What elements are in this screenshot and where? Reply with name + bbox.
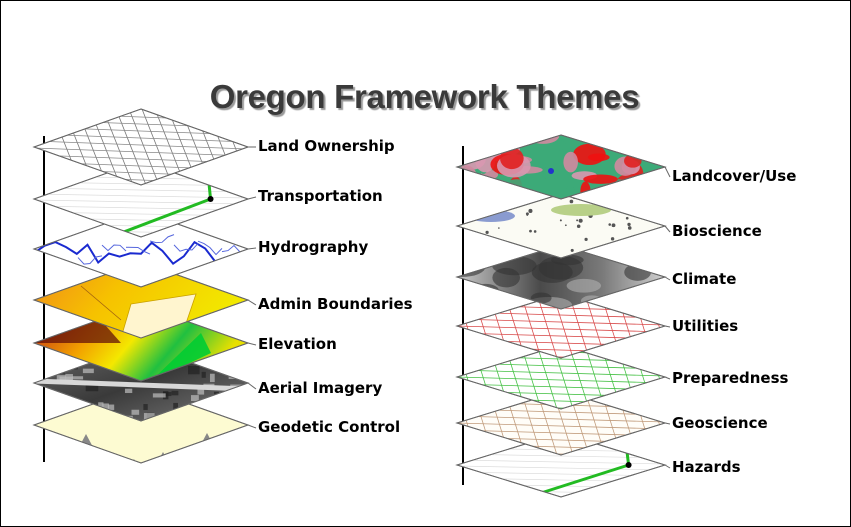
left-layer-stack bbox=[32, 108, 257, 464]
leader-line bbox=[664, 225, 671, 233]
leader-line bbox=[664, 464, 671, 469]
leader-line bbox=[247, 196, 257, 200]
label-climate: Climate bbox=[672, 270, 737, 288]
label-admin-boundaries: Admin Boundaries bbox=[258, 295, 413, 313]
label-elevation: Elevation bbox=[258, 335, 337, 353]
layer-hydrography bbox=[32, 210, 257, 288]
label-landcover-use: Landcover/Use bbox=[672, 167, 797, 185]
leader-line bbox=[247, 247, 257, 250]
leader-line bbox=[247, 342, 257, 346]
layer-bioscience bbox=[455, 193, 671, 259]
label-bioscience: Bioscience bbox=[672, 222, 762, 240]
label-transportation: Transportation bbox=[258, 187, 383, 205]
label-aerial-imagery: Aerial Imagery bbox=[258, 379, 383, 397]
leader-line bbox=[247, 299, 257, 306]
leader-line bbox=[247, 382, 257, 390]
label-geoscience: Geoscience bbox=[672, 414, 768, 432]
layer-landcover-use bbox=[455, 134, 671, 200]
right-layer-stack bbox=[455, 134, 671, 498]
label-preparedness: Preparedness bbox=[672, 369, 789, 387]
label-hydrography: Hydrography bbox=[258, 238, 369, 256]
leader-line bbox=[247, 424, 257, 429]
leader-line bbox=[664, 376, 671, 380]
layer-admin-boundaries bbox=[32, 261, 257, 339]
leader-line bbox=[664, 276, 671, 281]
label-geodetic-control: Geodetic Control bbox=[258, 418, 401, 436]
label-land-ownership: Land Ownership bbox=[258, 137, 395, 155]
leader-line bbox=[664, 166, 671, 178]
label-utilities: Utilities bbox=[672, 317, 739, 335]
leader-line bbox=[664, 325, 671, 328]
leader-line bbox=[664, 422, 671, 425]
layer-land-ownership bbox=[32, 108, 256, 186]
label-hazards: Hazards bbox=[672, 458, 741, 476]
slide-title: Oregon Framework Themes bbox=[209, 78, 640, 115]
